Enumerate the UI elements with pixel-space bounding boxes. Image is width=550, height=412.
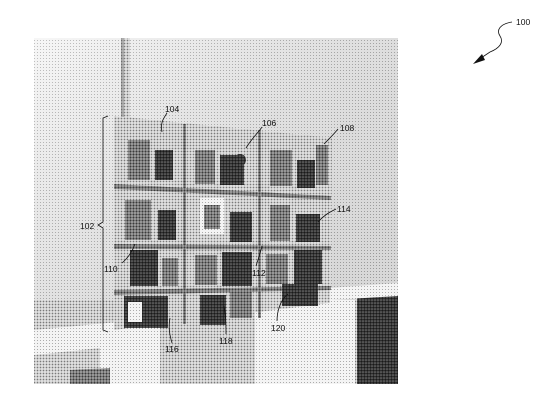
ref-label-110: 110: [104, 264, 118, 274]
ref-100-arrowhead: [473, 54, 485, 64]
ref-label-116: 116: [165, 344, 179, 354]
ref-114-leader: [317, 208, 337, 223]
ref-label-106: 106: [262, 118, 276, 128]
ref-label-100: 100: [516, 17, 530, 27]
ref-106-leader: [245, 126, 263, 149]
photograph: [34, 38, 398, 384]
ref-label-120: 120: [271, 323, 285, 333]
ref-104-leader: [161, 112, 168, 133]
ref-label-118: 118: [219, 336, 233, 346]
ref-label-114: 114: [337, 204, 351, 214]
ref-116-leader: [168, 317, 173, 344]
ref-102-bracket: [97, 115, 109, 333]
ref-label-108: 108: [340, 123, 354, 133]
ref-108-leader: [323, 128, 339, 145]
ref-112-leader: [255, 245, 263, 267]
ref-118-leader: [223, 305, 227, 335]
ref-label-104: 104: [165, 104, 179, 114]
ref-100-leader: [477, 21, 513, 61]
ref-label-112: 112: [252, 268, 266, 278]
ref-label-102: 102: [80, 221, 94, 231]
annotations: [97, 21, 513, 344]
ref-110-leader: [121, 243, 136, 264]
ref-120-leader: [276, 293, 289, 322]
